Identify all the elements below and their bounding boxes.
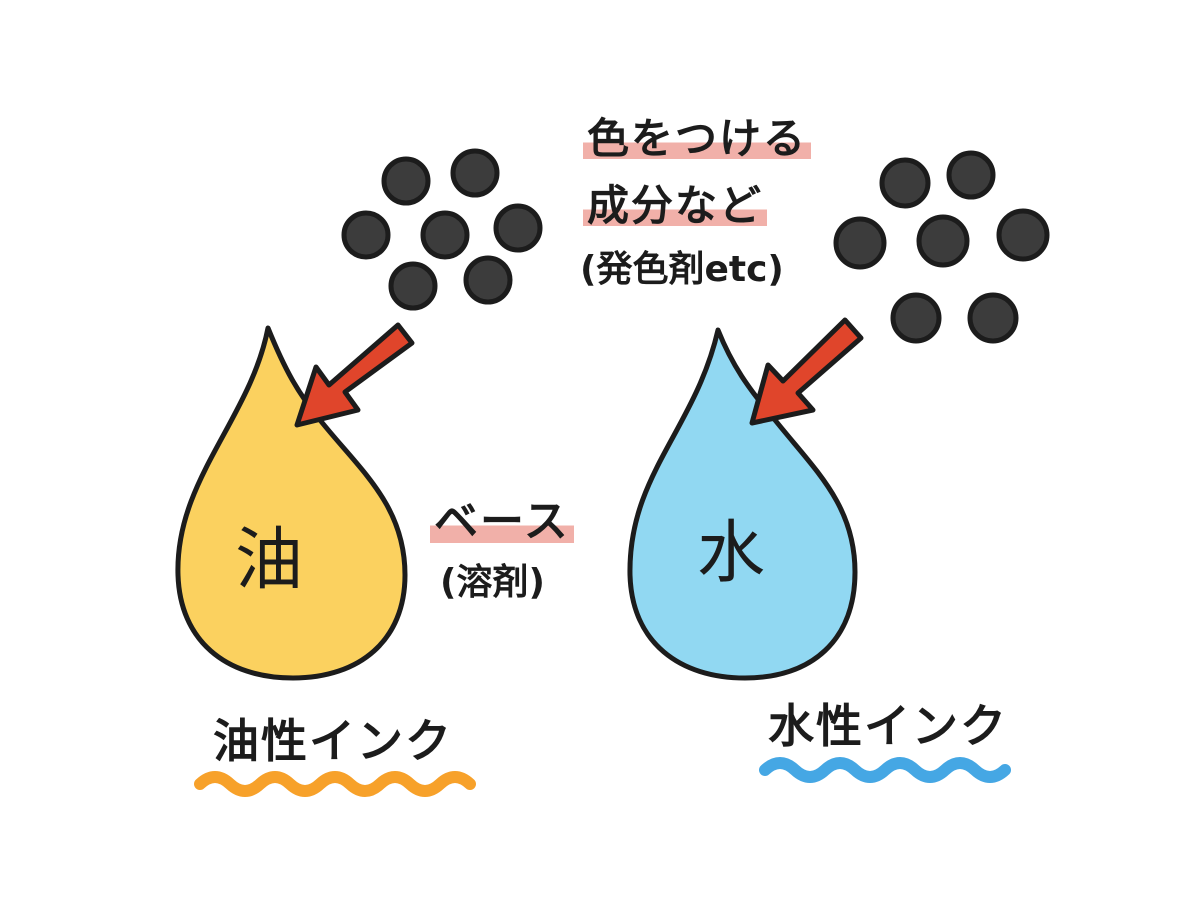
particle [493,203,543,253]
particle [916,214,970,268]
particle [833,216,887,270]
particle [996,208,1050,262]
particle [341,210,391,260]
particle [463,255,513,305]
water-drop [627,327,858,681]
particle [946,150,996,200]
water-caption-underline [759,757,1011,783]
oil-drop [175,325,408,681]
particle [381,156,431,206]
water-drop-label: 水 [697,514,766,593]
particle [450,148,500,198]
pigment-particles-left [341,148,543,311]
oil-drop-label: 油 [235,521,304,600]
annotation-base-line1: ベース [430,496,574,547]
particle [388,261,438,311]
water-ink-caption: 水性インク [768,699,1008,753]
annotation-colorant-line2: 成分など [583,181,768,230]
arrow-into-oil-drop [294,322,415,428]
oil-caption-underline [194,771,476,797]
annotation-colorant-line3: (発色剤etc) [580,249,784,290]
pigment-particles-right [833,150,1050,344]
particle [890,292,942,344]
particle [420,210,470,260]
arrow-into-water-drop [749,317,864,426]
oil-ink-caption: 油性インク [213,714,453,768]
annotation-base-line2: (溶剤) [440,562,545,603]
particle [967,292,1019,344]
particle [879,157,931,209]
annotation-colorant-line1: 色をつける [583,114,812,163]
